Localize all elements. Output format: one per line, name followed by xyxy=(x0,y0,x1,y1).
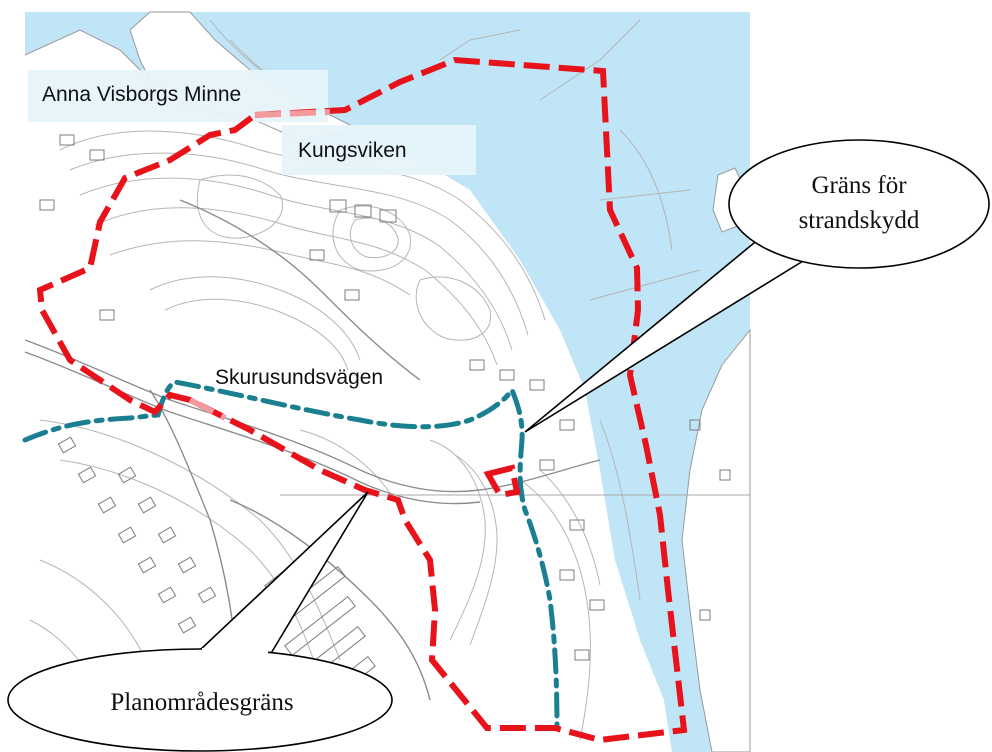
label-bg-kungsviken xyxy=(282,125,476,175)
callout-strandskydd: Gräns för strandskydd xyxy=(524,139,990,433)
water-bay-north xyxy=(25,12,750,752)
callout-plan-label: Planområdesgräns xyxy=(110,689,293,716)
label-skurusundsvagen: Skurusundsvägen xyxy=(215,366,383,389)
callout-planomradesgrans: Planområdesgräns xyxy=(7,491,393,752)
water-east-inlet xyxy=(650,12,750,752)
road-skurusundsvagen xyxy=(24,339,601,493)
shore-protection-boundary xyxy=(22,379,560,731)
east-shore-land xyxy=(681,328,751,752)
roads xyxy=(24,199,750,701)
water-bodies xyxy=(25,12,750,752)
callout-plan-pointer xyxy=(199,491,369,656)
callout-plan-bubble xyxy=(7,648,393,752)
plan-boundary-faded-road xyxy=(188,397,227,421)
callout-strandskydd-bubble xyxy=(728,139,990,269)
callout-strandskydd-line1: Gräns för xyxy=(811,172,907,199)
callout-strandskydd-line2: strandskydd xyxy=(799,207,920,234)
label-anna-visborgs-minne: Anna Visborgs Minne xyxy=(42,83,241,106)
label-kungsviken: Kungsviken xyxy=(298,139,407,162)
plan-area-boundary xyxy=(36,56,688,744)
callout-strandskydd-pointer xyxy=(524,237,809,433)
plan-boundary-faded-north xyxy=(254,109,331,118)
